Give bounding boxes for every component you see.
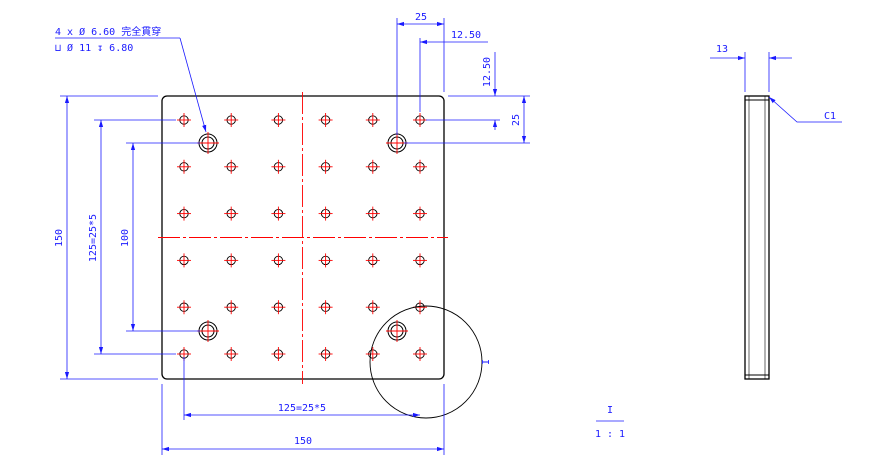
detail-label: I xyxy=(481,359,492,365)
tapped-hole xyxy=(271,113,286,127)
tapped-hole xyxy=(224,113,239,127)
tapped-hole xyxy=(224,206,239,221)
tapped-hole xyxy=(318,300,333,315)
detail-marker: I xyxy=(369,305,492,419)
tapped-hole xyxy=(271,300,286,315)
front-view xyxy=(158,92,448,384)
tapped-hole xyxy=(177,159,191,174)
tapped-hole xyxy=(365,206,380,221)
label-thickness: 13 xyxy=(716,44,728,55)
side-view-outline xyxy=(744,95,770,380)
tapped-hole xyxy=(413,159,427,174)
tapped-hole xyxy=(413,206,427,221)
counterbored-hole xyxy=(386,320,408,342)
tapped-hole xyxy=(318,159,333,174)
label-top-spacing: 25 xyxy=(415,12,427,23)
tapped-hole xyxy=(177,206,191,221)
dimension-labels: 150 125=25*5 150 125=25*5 100 25 12.50 1… xyxy=(54,12,522,447)
tapped-hole xyxy=(224,300,239,315)
tapped-hole xyxy=(224,253,239,268)
tapped-hole xyxy=(365,300,380,315)
tapped-hole xyxy=(224,159,239,174)
dimensions xyxy=(60,18,530,455)
tapped-hole xyxy=(318,253,333,268)
tapped-hole xyxy=(177,113,191,127)
tapped-hole xyxy=(365,347,380,361)
counterbored-hole xyxy=(197,132,219,154)
label-grid-horizontal: 125=25*5 xyxy=(278,403,326,414)
scale-label: I xyxy=(607,405,613,416)
tapped-hole xyxy=(271,159,286,174)
hole-callout-line1: 4 x Ø 6.60 完全貫穿 xyxy=(55,25,161,38)
tapped-hole xyxy=(177,300,191,315)
label-right-spacing: 25 xyxy=(511,114,522,126)
label-mount-spacing: 100 xyxy=(120,229,131,247)
tapped-hole xyxy=(271,206,286,221)
tapped-hole xyxy=(224,347,239,361)
label-overall-height: 150 xyxy=(54,229,65,247)
tapped-hole xyxy=(365,113,380,127)
tapped-hole xyxy=(177,253,191,268)
tapped-hole xyxy=(413,253,427,268)
tapped-hole xyxy=(271,253,286,268)
tapped-hole xyxy=(318,113,333,127)
chamfer-leader xyxy=(768,96,842,123)
callout-leader xyxy=(179,37,207,133)
tapped-hole xyxy=(413,113,427,127)
tapped-hole xyxy=(365,253,380,268)
scale-block: I 1 : 1 xyxy=(595,405,625,440)
label-grid-vertical: 125=25*5 xyxy=(88,214,99,262)
counterbored-hole xyxy=(197,320,219,342)
detail-circle xyxy=(369,305,483,419)
hole-callout-line2: ⊔ Ø 11 ↧ 6.80 xyxy=(55,42,133,54)
label-overall-width: 150 xyxy=(294,436,312,447)
scale-ratio: 1 : 1 xyxy=(595,429,625,440)
hole-callout: 4 x Ø 6.60 完全貫穿 ⊔ Ø 11 ↧ 6.80 xyxy=(55,25,207,133)
tapped-hole xyxy=(318,347,333,361)
label-chamfer: C1 xyxy=(824,111,836,122)
tapped-hole-grid xyxy=(177,113,427,361)
label-side-offset: 12.50 xyxy=(482,57,493,87)
side-view: 13 C1 xyxy=(710,44,842,380)
tapped-hole xyxy=(271,347,286,361)
tapped-hole xyxy=(413,347,427,361)
label-top-offset: 12.50 xyxy=(451,30,481,41)
tapped-hole xyxy=(365,159,380,174)
tapped-hole xyxy=(318,206,333,221)
